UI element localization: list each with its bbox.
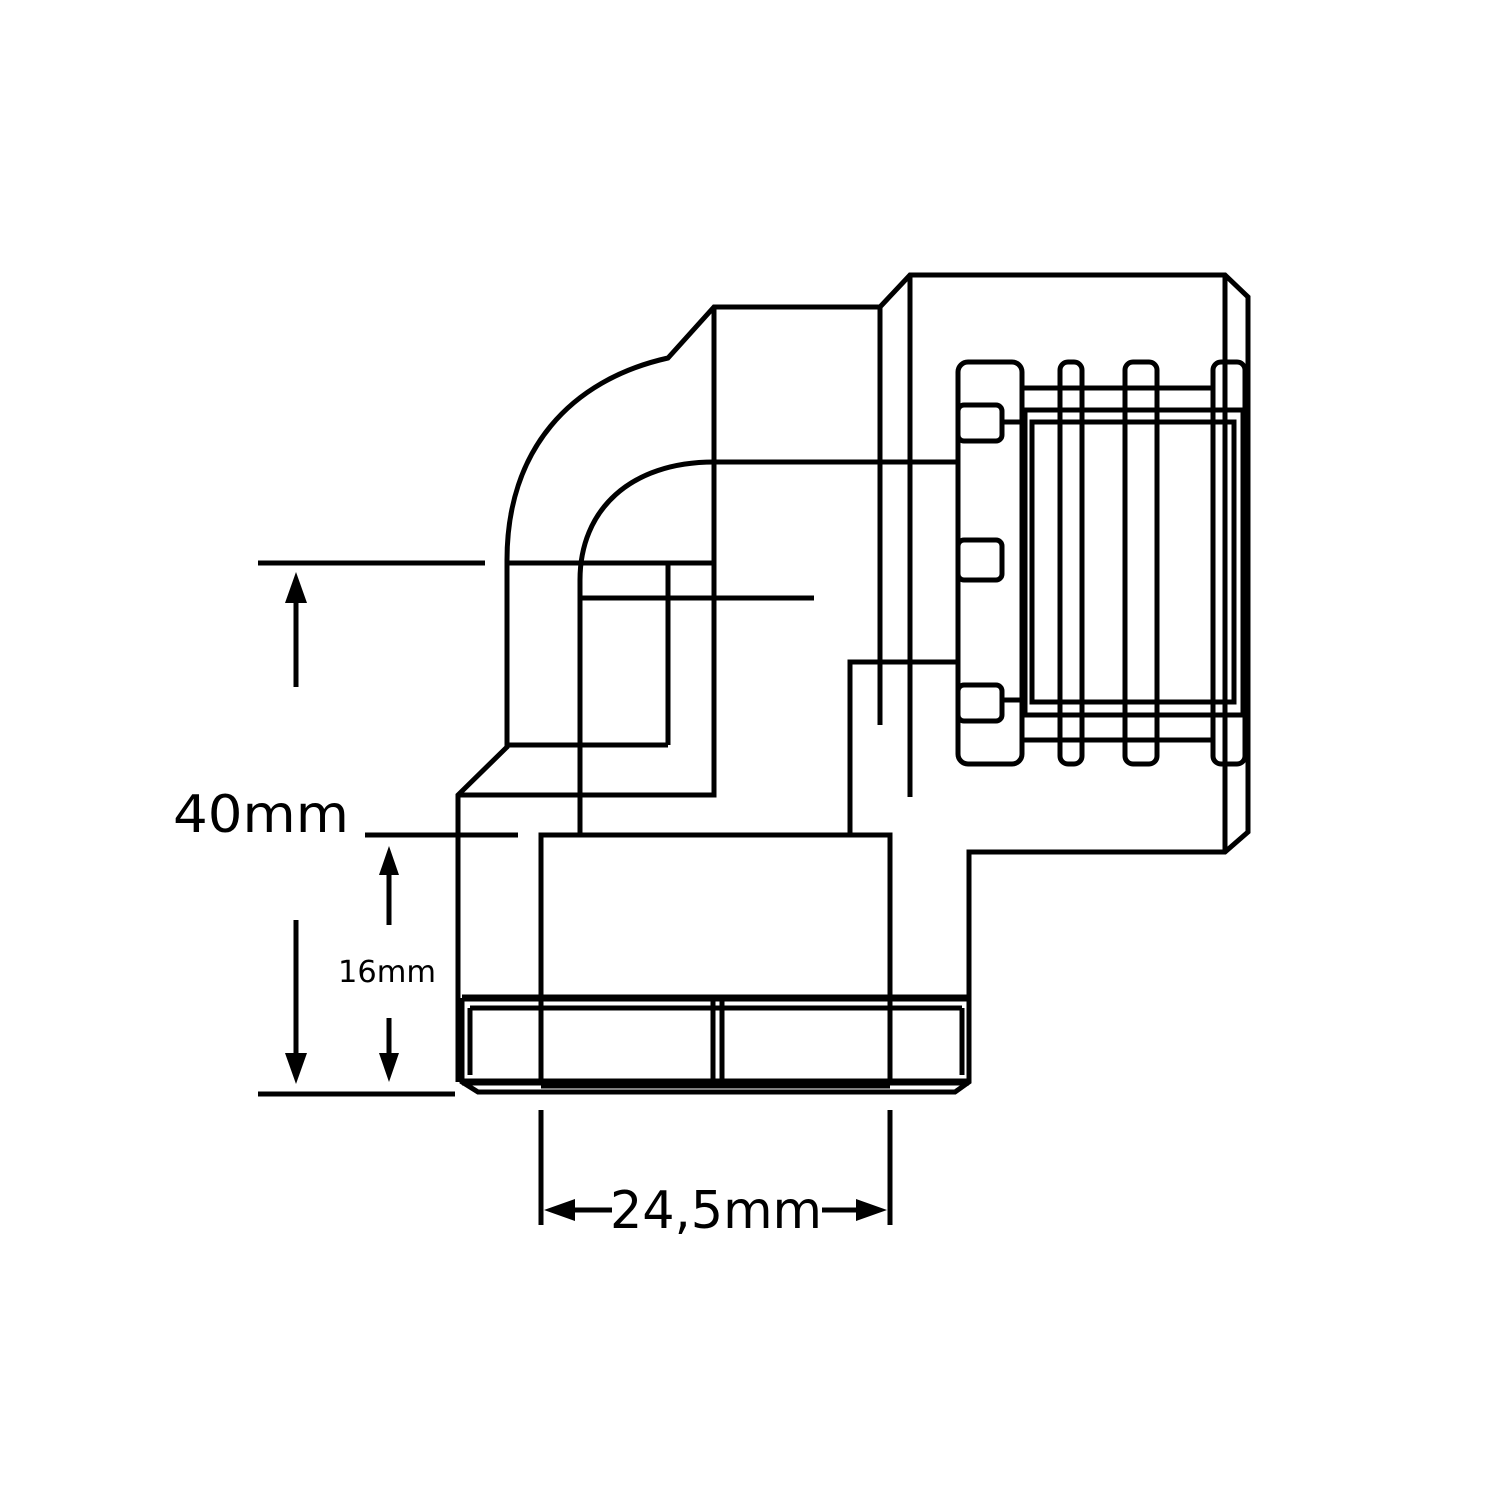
elbow-body xyxy=(455,272,1251,1082)
nut-outline xyxy=(459,998,972,1095)
dim-arrowhead-thread-down xyxy=(379,1053,399,1082)
threaded-port xyxy=(955,359,1248,767)
thread-tab-2 xyxy=(955,537,1005,583)
thread-tab-1 xyxy=(955,402,1005,444)
dimension-thread-width: 24,5mm xyxy=(538,1110,893,1241)
dim-arrowhead-left xyxy=(544,1199,575,1221)
dimension-thread-height: 16mm xyxy=(338,832,518,1082)
elbow-inner-bore-curve xyxy=(577,459,958,835)
dim-arrowhead-thread-up xyxy=(379,846,399,875)
thread-ring-2 xyxy=(1057,359,1085,767)
thread-tab-3 xyxy=(955,682,1005,724)
lower-socket-step xyxy=(847,659,958,835)
lower-socket-outline xyxy=(538,832,893,998)
thread-height-label: 16mm xyxy=(338,955,436,990)
thread-ring-4 xyxy=(1210,359,1248,767)
threaded-nut xyxy=(459,994,972,1095)
dim-arrowhead-up xyxy=(285,572,307,603)
thread-insert-inner xyxy=(1029,419,1237,705)
dim-arrowhead-down xyxy=(285,1053,307,1084)
thread-ring-3 xyxy=(1122,359,1160,767)
overall-height-label: 40mm xyxy=(173,785,349,845)
elbow-outer-contour xyxy=(455,272,1251,1082)
thread-width-label: 24,5mm xyxy=(610,1181,822,1241)
body-center-vertical xyxy=(458,307,717,798)
dimension-overall-height: 40mm xyxy=(173,560,485,1097)
dim-arrowhead-right xyxy=(856,1199,887,1221)
